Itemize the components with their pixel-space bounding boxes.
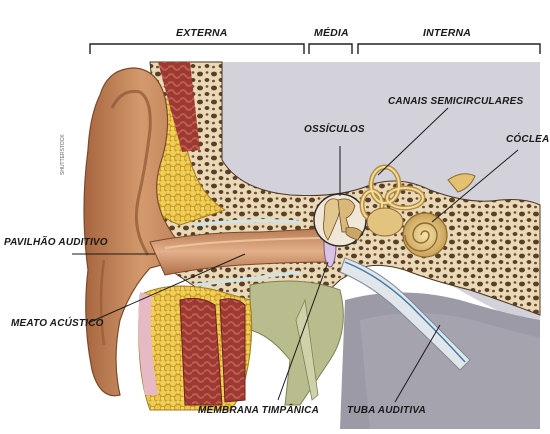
bracket-media bbox=[308, 43, 353, 54]
muscle-lower bbox=[179, 297, 223, 406]
leader-lines bbox=[72, 107, 519, 403]
auditory-tube bbox=[339, 257, 471, 371]
cochlea bbox=[402, 212, 448, 258]
malleus bbox=[323, 198, 340, 241]
section-externa-label: EXTERNA bbox=[176, 27, 228, 39]
section-interna-label: INTERNA bbox=[423, 27, 472, 39]
label-meato-acustico: MEATO ACÚSTICO bbox=[11, 318, 104, 329]
bracket-interna bbox=[357, 43, 541, 54]
label-coclea: CÓCLEA bbox=[506, 134, 550, 145]
bracket-externa bbox=[89, 43, 305, 54]
watermark: SHUTTERSTOCK bbox=[60, 134, 66, 175]
label-tuba-auditiva: TUBA AUDITIVA bbox=[347, 405, 426, 416]
label-canais-semicirculares: CANAIS SEMICIRCULARES bbox=[388, 96, 524, 107]
label-membrana-timpanica: MEMBRANA TIMPÂNICA bbox=[198, 405, 319, 416]
stapes bbox=[345, 227, 363, 241]
styloid bbox=[295, 298, 319, 401]
incus bbox=[337, 198, 356, 233]
section-media-label: MÉDIA bbox=[314, 27, 349, 39]
mastoid-tissue bbox=[249, 280, 344, 406]
label-ossiculos: OSSÍCULOS bbox=[304, 124, 365, 135]
label-pavilhao-auditivo: PAVILHÃO AUDITIVO bbox=[4, 237, 108, 248]
pinna bbox=[83, 67, 203, 397]
